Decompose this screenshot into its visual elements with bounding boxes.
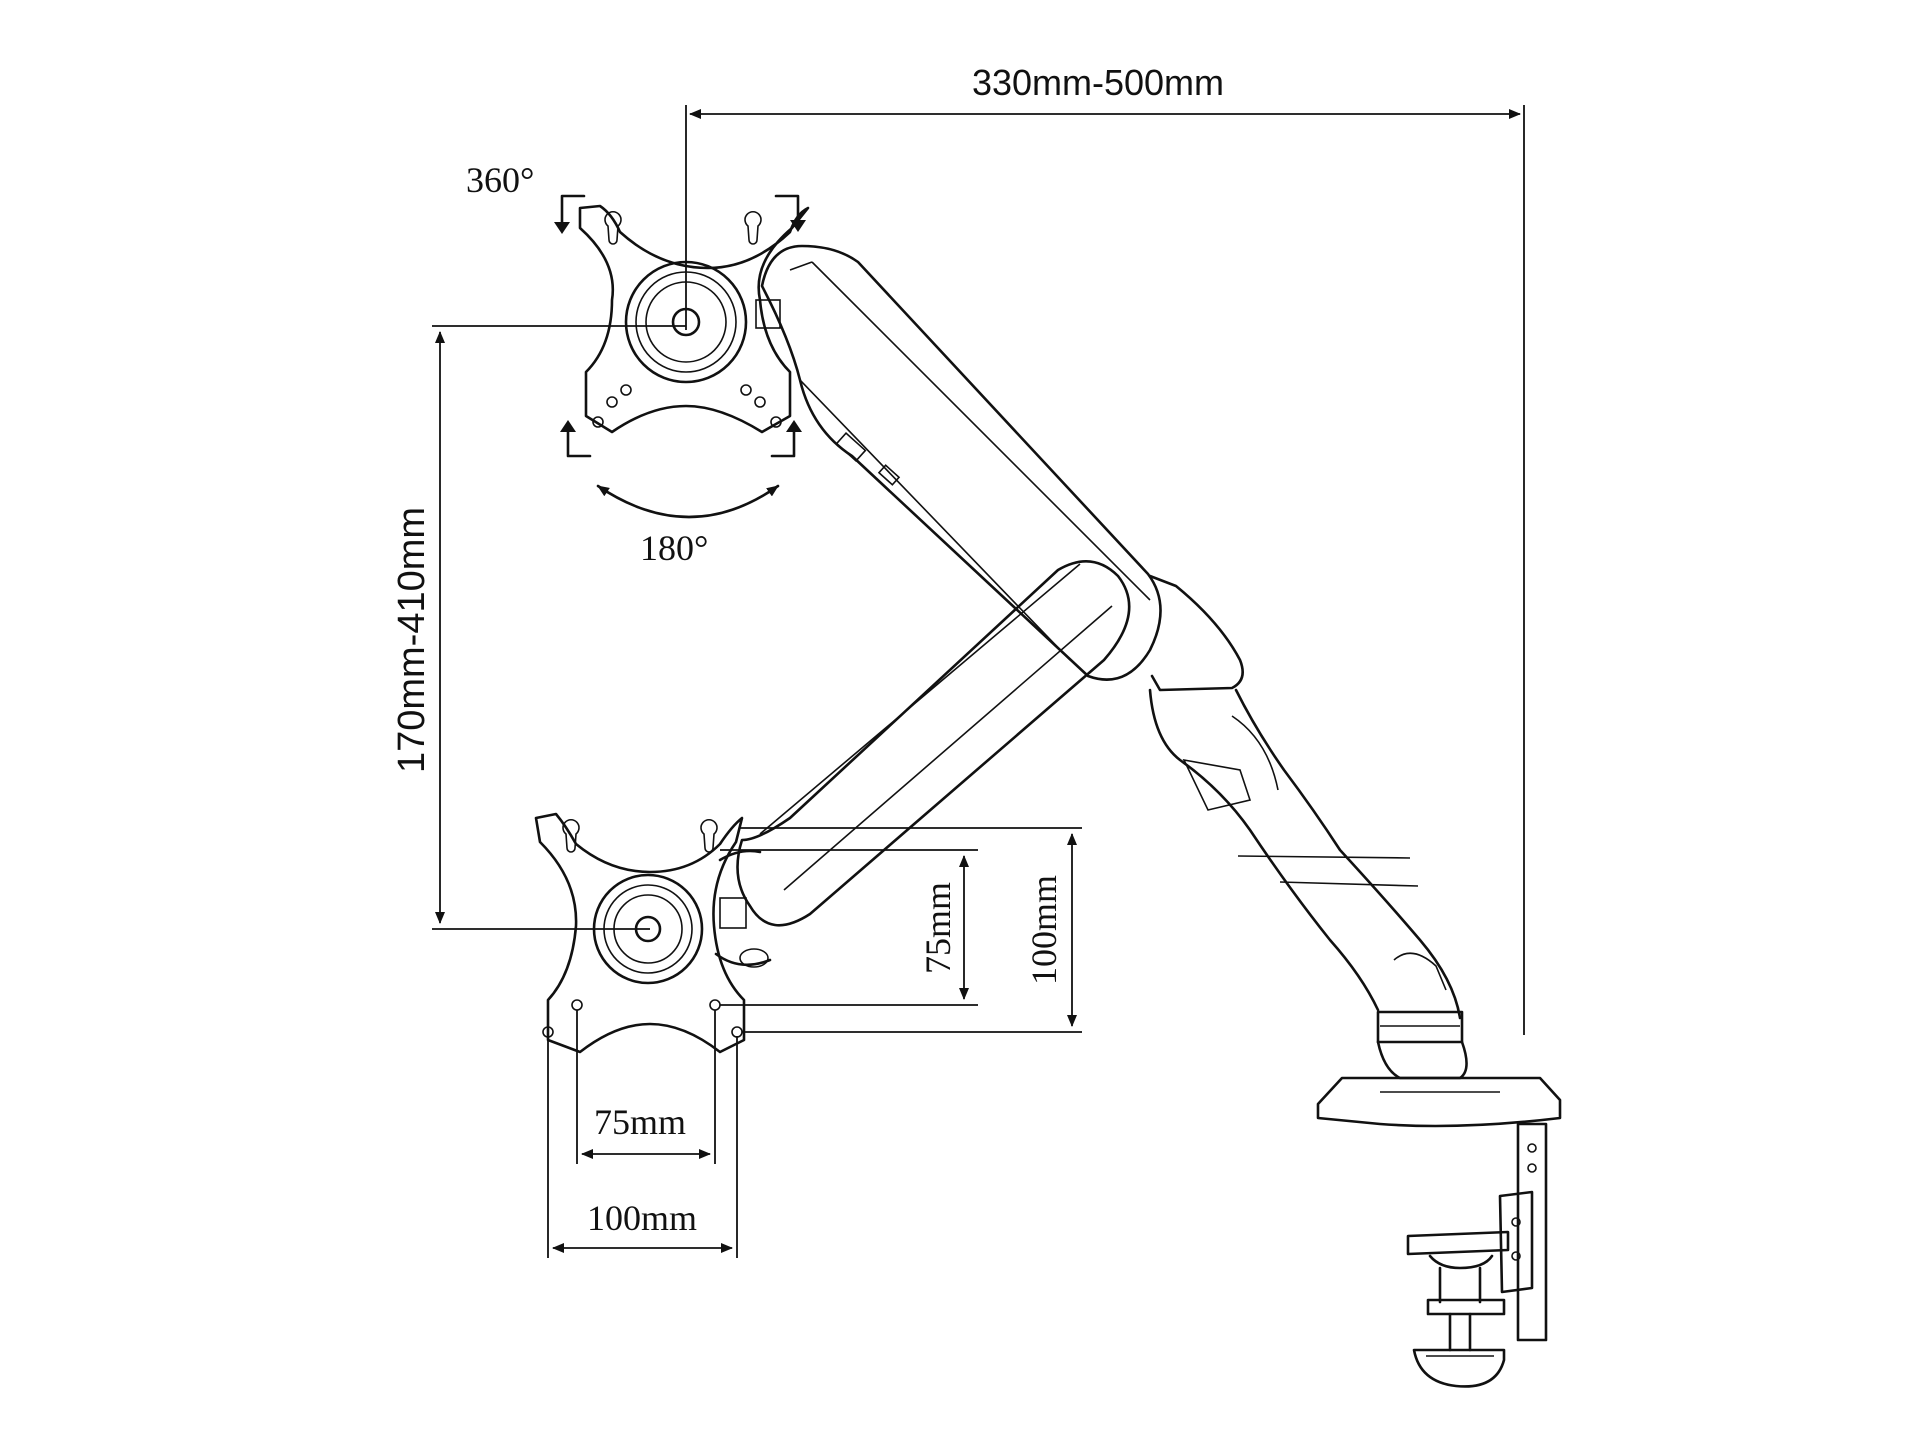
vesa-75-horizontal-label: 75mm [594, 1102, 686, 1142]
width-dimension: 330mm-500mm [685, 62, 1525, 1035]
lower-arm-lowered [714, 560, 1131, 968]
rotation-arrows: 360° [466, 160, 806, 458]
vesa-plate-top [578, 204, 810, 434]
vesa-horizontal-dimensions: 75mm 100mm [547, 1010, 738, 1258]
vesa-plate-bottom [534, 812, 746, 1054]
height-dimension: 170mm-410mm [391, 325, 686, 930]
tilt-label: 180° [640, 528, 708, 568]
vesa-vertical-dimensions: 75mm 100mm [720, 827, 1082, 1033]
arm-joint-pole [1148, 574, 1562, 1128]
desk-clamp [1406, 1122, 1548, 1388]
rotation-label: 360° [466, 160, 534, 200]
vesa-100-vertical-label: 100mm [1024, 875, 1064, 985]
height-range-label: 170mm-410mm [391, 507, 433, 773]
tilt-arc: 180° [596, 484, 780, 568]
width-range-label: 330mm-500mm [972, 62, 1224, 103]
upper-arm-raised [755, 244, 1162, 681]
vesa-100-horizontal-label: 100mm [587, 1198, 697, 1238]
vesa-75-vertical-label: 75mm [918, 882, 958, 974]
